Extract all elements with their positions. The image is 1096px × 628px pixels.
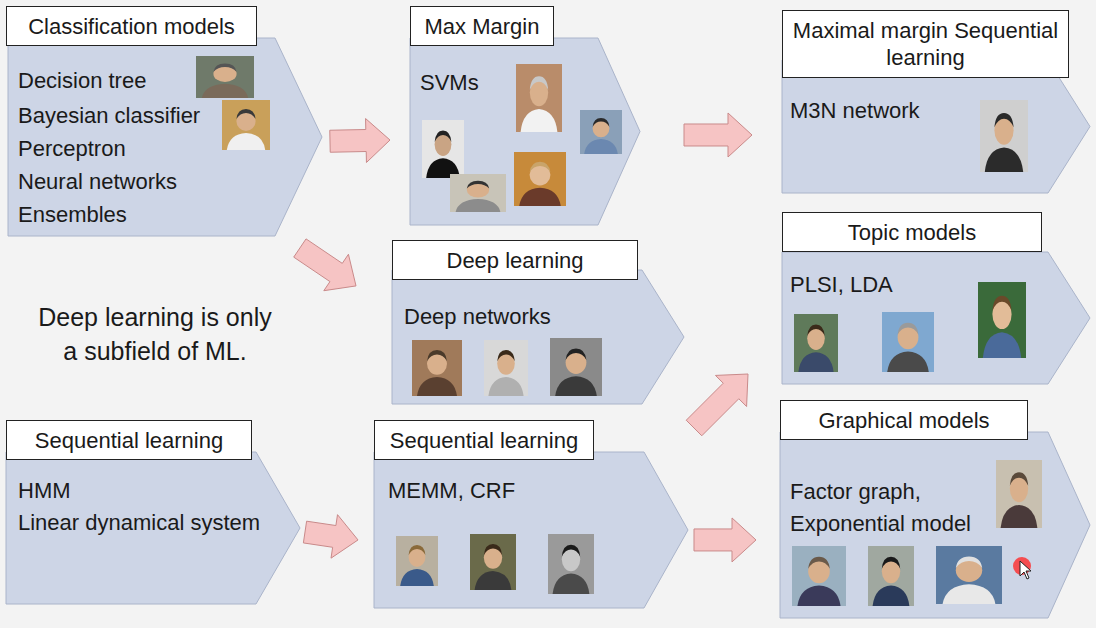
text-slot: Perceptron bbox=[18, 135, 126, 162]
panel-heading: Topic models bbox=[848, 219, 976, 246]
text-slot: M3N network bbox=[790, 97, 920, 124]
portrait-photo bbox=[196, 56, 254, 98]
portrait-photo bbox=[484, 340, 528, 396]
text-slot: PLSI, LDA bbox=[790, 271, 893, 298]
portrait-photo bbox=[996, 460, 1042, 528]
chevron-outline bbox=[780, 432, 1090, 618]
panel-item: Bayesian classifier bbox=[18, 102, 200, 129]
text-slot: Factor graph, Exponential model bbox=[790, 476, 995, 540]
chevron-panel: Graphical modelsFactor graph, Exponentia… bbox=[780, 400, 1090, 618]
heading-box: Sequential learning bbox=[6, 420, 252, 460]
text-slot: MEMM, CRF bbox=[388, 477, 515, 504]
panel-heading: Sequential learning bbox=[35, 427, 223, 454]
portrait-photo bbox=[868, 546, 914, 606]
heading-box: Deep learning bbox=[392, 240, 638, 280]
mouse-cursor bbox=[1013, 557, 1031, 579]
heading-box: Topic models bbox=[782, 212, 1042, 252]
chevron-outline bbox=[8, 38, 322, 236]
side-note: Deep learning is only a subfield of ML. bbox=[37, 300, 273, 368]
chevron-panel: Classification modelsDecision treeBayesi… bbox=[6, 6, 322, 236]
connector-group bbox=[294, 239, 356, 291]
panel-heading: Classification models bbox=[28, 13, 235, 40]
connector-group bbox=[330, 119, 390, 163]
panel-heading: Graphical models bbox=[818, 407, 989, 434]
heading-box: Graphical models bbox=[780, 400, 1028, 440]
portrait-photo bbox=[412, 340, 462, 396]
portrait-photo bbox=[514, 152, 566, 206]
text-slot: Bayesian classifier bbox=[18, 102, 200, 129]
portrait-photo bbox=[550, 338, 602, 396]
panel-item: Factor graph, Exponential model bbox=[790, 476, 995, 540]
panel-item: Deep networks bbox=[404, 303, 551, 330]
panel-item: PLSI, LDA bbox=[790, 271, 893, 298]
text-slot: SVMs bbox=[420, 69, 479, 96]
chevron-panel: Deep learningDeep networks bbox=[392, 240, 684, 404]
portrait-photo bbox=[792, 546, 846, 606]
panel-item: Neural networks bbox=[18, 168, 177, 195]
panel-heading: Deep learning bbox=[447, 247, 584, 274]
text-slot: Neural networks bbox=[18, 168, 177, 195]
text-slot: Decision tree bbox=[18, 67, 146, 94]
block-arrow bbox=[686, 374, 748, 436]
block-arrow bbox=[303, 515, 358, 559]
panel-item: Ensembles bbox=[18, 201, 127, 228]
text-slot: Linear dynamical system bbox=[18, 509, 260, 536]
panel-heading: Sequential learning bbox=[390, 427, 578, 454]
chevron-outline bbox=[392, 270, 684, 404]
chevron-panel: Topic modelsPLSI, LDA bbox=[782, 212, 1090, 384]
portrait-photo bbox=[470, 534, 516, 590]
portrait-photo bbox=[396, 536, 438, 586]
panel-item: M3N network bbox=[790, 97, 920, 124]
heading-box: Max Margin bbox=[410, 6, 554, 46]
panel-item: MEMM, CRF bbox=[388, 477, 515, 504]
block-arrow bbox=[694, 518, 756, 562]
panel-heading: Max Margin bbox=[425, 13, 540, 40]
portrait-photo bbox=[222, 100, 270, 150]
portrait-photo bbox=[580, 110, 622, 154]
heading-box: Maximal margin Sequential learning bbox=[782, 10, 1069, 78]
connector-group bbox=[694, 518, 756, 562]
panel-item: SVMs bbox=[420, 69, 479, 96]
heading-box: Sequential learning bbox=[374, 420, 594, 460]
text-slot: Deep networks bbox=[404, 303, 551, 330]
note-box: Deep learning is only a subfield of ML. bbox=[37, 300, 273, 368]
block-arrow bbox=[330, 119, 390, 163]
portrait-photo bbox=[980, 100, 1028, 172]
connector-group bbox=[684, 113, 752, 157]
connector-group bbox=[686, 374, 748, 436]
portrait-photo bbox=[882, 312, 934, 372]
connector-group bbox=[303, 515, 358, 559]
chevron-outline bbox=[782, 252, 1090, 384]
chevron-outline bbox=[410, 38, 640, 225]
portrait-photo bbox=[548, 534, 594, 594]
portrait-photo bbox=[936, 546, 1002, 604]
panel-item: Perceptron bbox=[18, 135, 126, 162]
chevron-panel: Max MarginSVMs bbox=[410, 6, 640, 225]
panel-heading: Maximal margin Sequential learning bbox=[783, 17, 1068, 71]
portrait-photo bbox=[450, 174, 506, 212]
chevron-panel: Maximal margin Sequential learningM3N ne… bbox=[782, 10, 1090, 193]
text-slot: HMM bbox=[18, 477, 71, 504]
portrait-photo bbox=[422, 120, 464, 178]
block-arrow bbox=[294, 239, 356, 291]
chevron-outline bbox=[6, 452, 300, 604]
chevron-outline bbox=[782, 60, 1090, 193]
panel-item: HMM bbox=[18, 477, 71, 504]
portrait-photo bbox=[516, 64, 562, 132]
chevron-panel: Sequential learningMEMM, CRF bbox=[374, 420, 688, 608]
heading-box: Classification models bbox=[6, 6, 257, 46]
chevron-outline bbox=[374, 452, 688, 608]
text-slot: Ensembles bbox=[18, 201, 127, 228]
chevron-panel: Sequential learningHMM Linear dynamical s… bbox=[6, 420, 300, 604]
panel-item: Decision tree bbox=[18, 67, 146, 94]
panel-item: Linear dynamical system bbox=[18, 509, 260, 536]
portrait-photo bbox=[978, 282, 1026, 358]
portrait-photo bbox=[794, 314, 838, 372]
block-arrow bbox=[684, 113, 752, 157]
